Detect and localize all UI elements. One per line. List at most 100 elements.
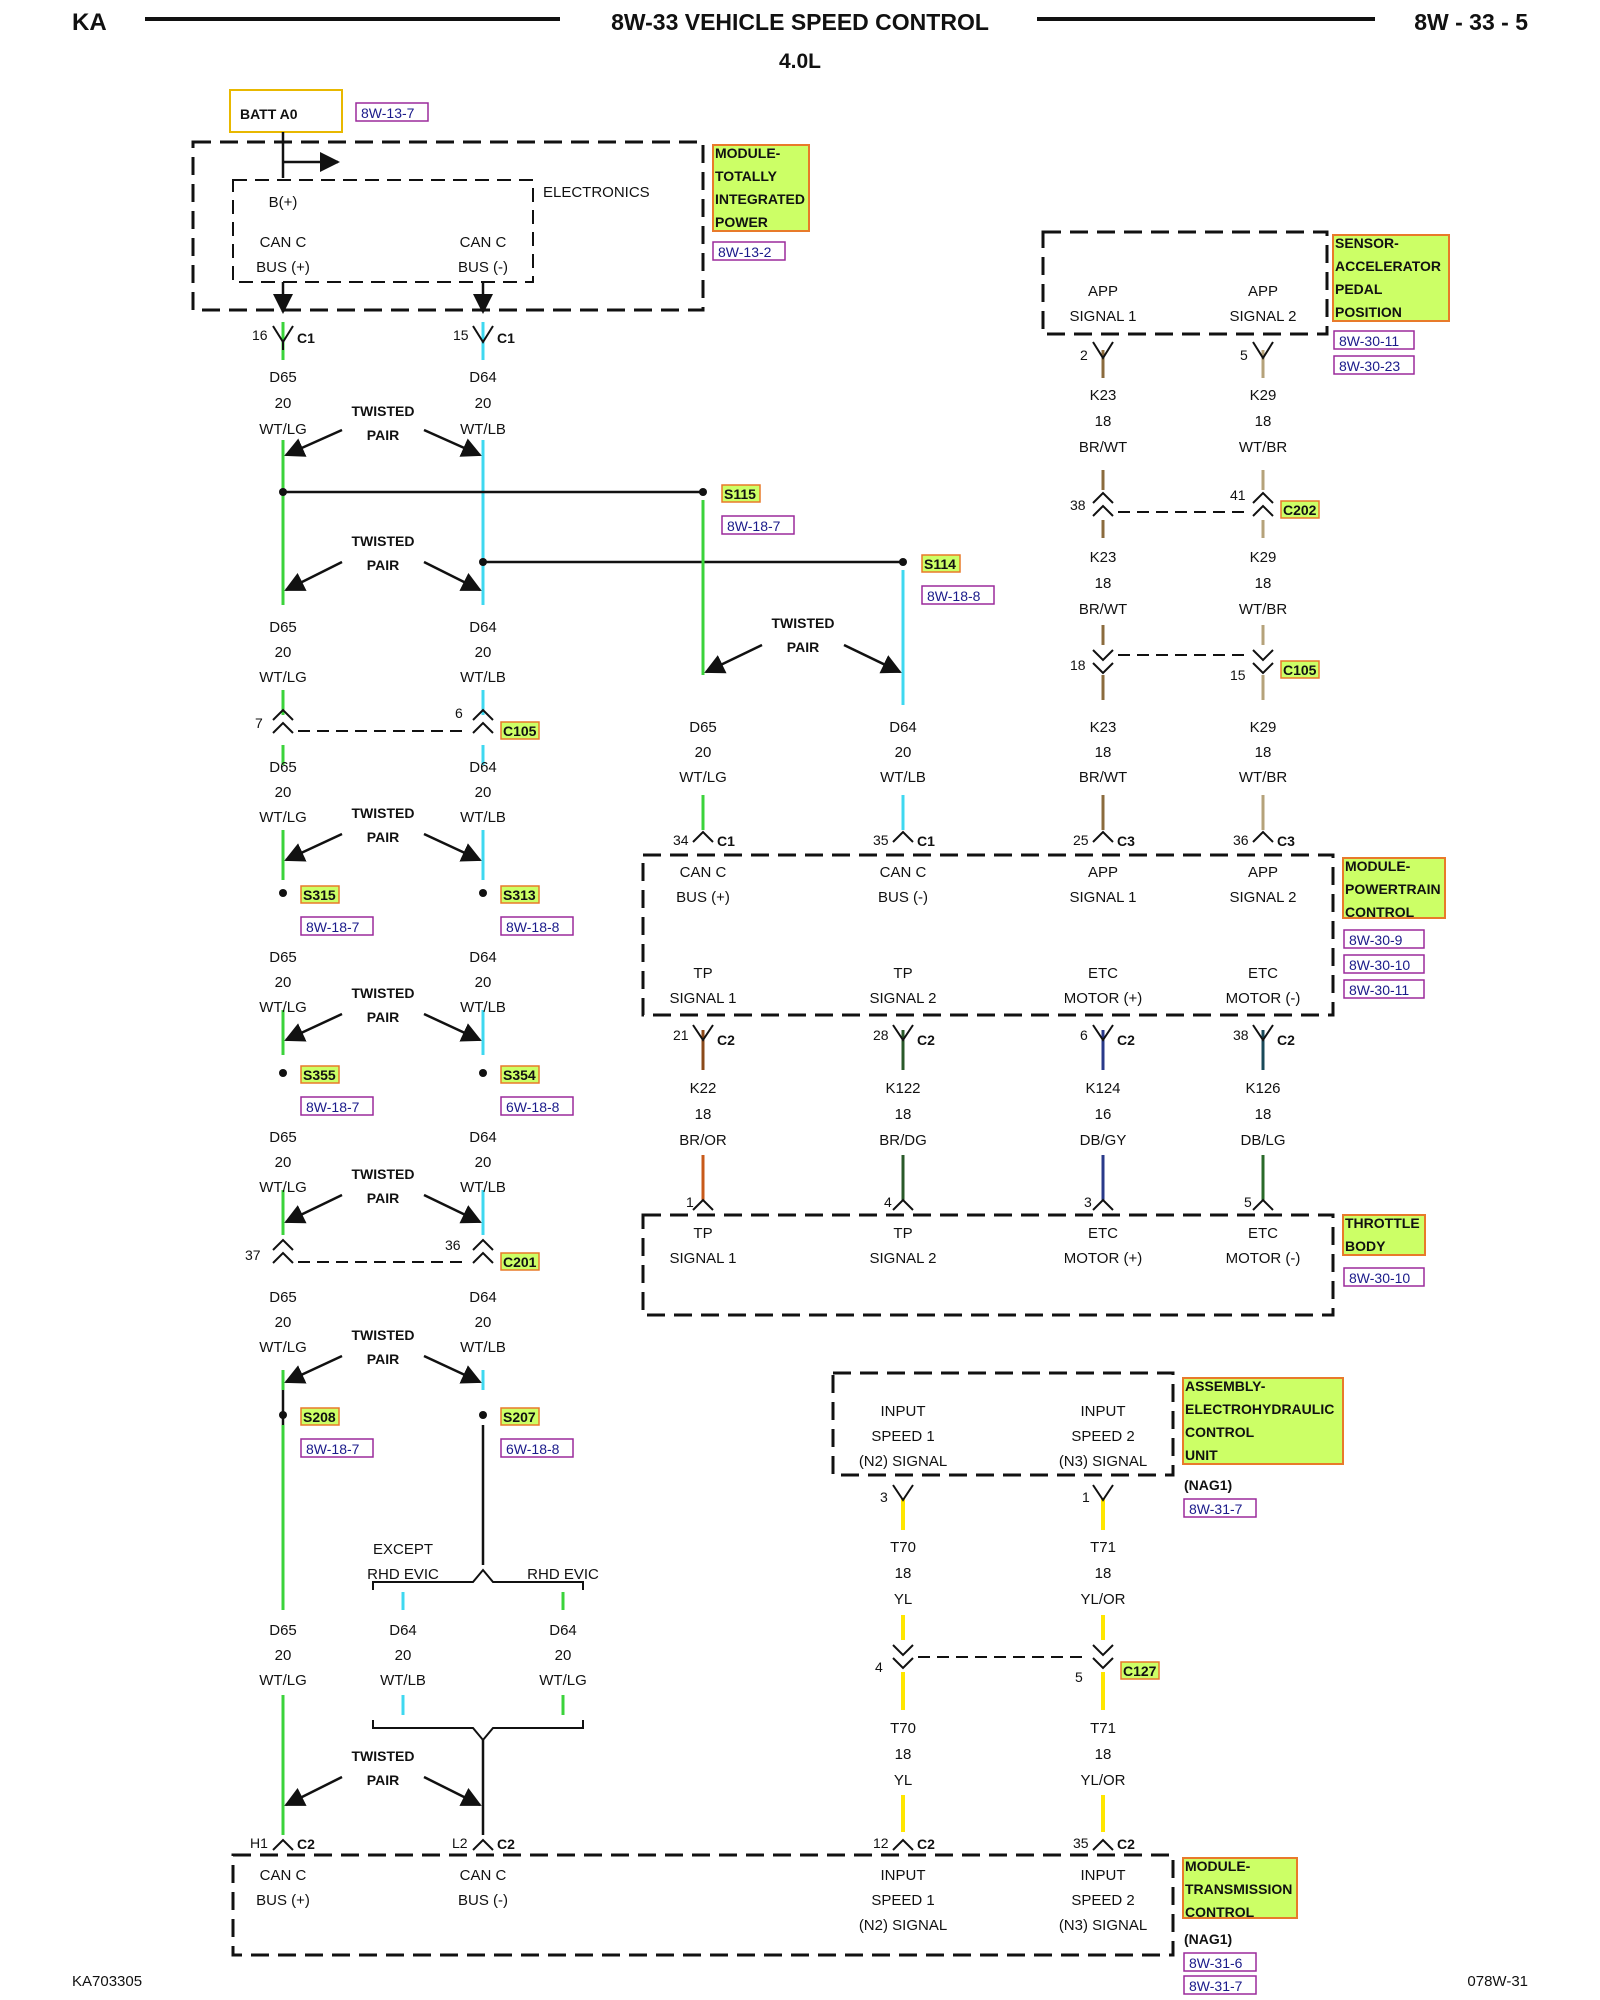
svg-text:T70: T70	[890, 1720, 916, 1737]
svg-text:S315: S315	[303, 887, 336, 903]
throttle-body-ref[interactable]	[1343, 1267, 1425, 1287]
svg-text:D65: D65	[269, 759, 297, 776]
svg-text:CAN C: CAN C	[880, 864, 927, 881]
svg-text:C1: C1	[917, 833, 935, 849]
pcm-ref-1[interactable]	[1343, 929, 1425, 949]
svg-text:TWISTED: TWISTED	[352, 1748, 415, 1764]
svg-text:8W-18-7[interactable]: 8W-18-7	[306, 1099, 360, 1115]
app-sensor-ref-1[interactable]	[1333, 330, 1415, 350]
svg-text:8W-18-8[interactable]: 8W-18-8	[927, 588, 981, 604]
svg-text:PAIR: PAIR	[787, 639, 819, 655]
svg-text:D64: D64	[549, 1622, 577, 1639]
svg-text:16: 16	[1095, 1106, 1112, 1123]
svg-text:WT/BR: WT/BR	[1239, 769, 1287, 786]
svg-text:20: 20	[275, 644, 292, 661]
svg-text:PAIR: PAIR	[367, 1772, 399, 1788]
svg-text:6W-18-8[interactable]: 6W-18-8	[506, 1099, 560, 1115]
svg-text:6W-18-8[interactable]: 6W-18-8	[506, 1441, 560, 1457]
tcm-ref-1[interactable]	[1183, 1952, 1257, 1972]
batt-a0-ref[interactable]: 8W-13-7	[361, 105, 415, 121]
ehcu-name-label: ASSEMBLY- ELECTROHYDRAULIC CONTROL UNIT	[1182, 1377, 1344, 1465]
svg-text:WT/LB: WT/LB	[380, 1672, 426, 1689]
svg-text:36: 36	[1233, 832, 1249, 848]
svg-text:L2: L2	[452, 1835, 468, 1851]
svg-text:T71: T71	[1090, 1720, 1116, 1737]
svg-text:1: 1	[686, 1194, 694, 1210]
svg-text:PAIR: PAIR	[367, 1351, 399, 1367]
pcm-ref-3-text[interactable]: 8W-30-11	[1349, 982, 1409, 998]
svg-text:POWER: POWER	[715, 214, 768, 230]
tcm-ref-1-text[interactable]: 8W-31-6	[1189, 1955, 1243, 1971]
svg-text:8W-18-7[interactable]: 8W-18-7	[306, 919, 360, 935]
svg-text:WT/LG: WT/LG	[539, 1672, 587, 1689]
splice-s208: S208 8W-18-7	[279, 1407, 374, 1458]
svg-text:WT/LG: WT/LG	[679, 769, 727, 786]
app-sensor-ref-2-text[interactable]: 8W-30-23	[1339, 358, 1400, 374]
svg-text:35: 35	[873, 832, 889, 848]
svg-text:18: 18	[1095, 744, 1112, 761]
svg-text:8W-18-8[interactable]: 8W-18-8	[506, 919, 560, 935]
pcm-ref-3[interactable]	[1343, 979, 1425, 999]
app-sensor-ref-1-text[interactable]: 8W-30-11	[1339, 333, 1399, 349]
svg-text:ASSEMBLY-: ASSEMBLY-	[1185, 1378, 1266, 1394]
svg-text:SENSOR-: SENSOR-	[1335, 235, 1399, 251]
svg-text:CONTROL: CONTROL	[1185, 1424, 1255, 1440]
svg-text:ETC: ETC	[1088, 965, 1118, 982]
svg-text:YL: YL	[894, 1772, 912, 1789]
page-number: 8W - 33 - 5	[1414, 9, 1528, 35]
pcm-ref-2-text[interactable]: 8W-30-10	[1349, 957, 1410, 973]
svg-text:(N3) SIGNAL: (N3) SIGNAL	[1059, 1917, 1147, 1934]
svg-text:C105: C105	[503, 723, 537, 739]
pcm-ref-2[interactable]	[1343, 954, 1425, 974]
svg-text:7: 7	[255, 715, 263, 731]
svg-text:CAN C: CAN C	[680, 864, 727, 881]
svg-text:INPUT: INPUT	[1081, 1867, 1126, 1884]
svg-text:TWISTED: TWISTED	[352, 1166, 415, 1182]
tcm-ref-2-text[interactable]: 8W-31-7	[1189, 1978, 1243, 1994]
svg-text:8W-18-7[interactable]: 8W-18-7	[306, 1441, 360, 1457]
svg-text:20: 20	[275, 974, 292, 991]
batt-a0-ref-box[interactable]	[355, 102, 429, 122]
throttle-body-name-label: THROTTLE BODY	[1342, 1214, 1426, 1256]
pcm-ref-1-text[interactable]: 8W-30-9	[1349, 932, 1403, 948]
throttle-body-ref-text[interactable]: 8W-30-10	[1349, 1270, 1410, 1286]
svg-text:C201: C201	[503, 1254, 537, 1270]
svg-text:BUS (+): BUS (+)	[256, 1892, 310, 1909]
tcm-ref-2[interactable]	[1183, 1975, 1257, 1995]
svg-text:C127: C127	[1123, 1663, 1157, 1679]
tipm-ref-box[interactable]	[712, 241, 786, 261]
svg-text:4: 4	[875, 1659, 883, 1675]
ehcu-ref[interactable]	[1183, 1498, 1257, 1518]
svg-text:SPEED 2: SPEED 2	[1071, 1428, 1134, 1445]
svg-text:20: 20	[275, 784, 292, 801]
svg-text:D65: D65	[269, 1129, 297, 1146]
tipm-ref[interactable]: 8W-13-2	[718, 244, 772, 260]
header-left: KA	[72, 9, 107, 36]
svg-text:20: 20	[475, 1314, 492, 1331]
connector-c105-left: 7 6 C105	[255, 705, 540, 740]
svg-text:WT/LB: WT/LB	[880, 769, 926, 786]
connector-c105-right: 18 15 C105	[1070, 649, 1320, 683]
svg-text:SPEED 1: SPEED 1	[871, 1892, 934, 1909]
svg-text:APP: APP	[1088, 864, 1118, 881]
wire-variant-stubs	[401, 1592, 565, 1715]
svg-text:K126: K126	[1245, 1080, 1280, 1097]
svg-text:INTEGRATED: INTEGRATED	[715, 191, 805, 207]
ehcu-ref-text[interactable]: 8W-31-7	[1189, 1501, 1243, 1517]
svg-text:K23: K23	[1090, 549, 1117, 566]
svg-text:ACCELERATOR: ACCELERATOR	[1335, 258, 1441, 274]
svg-text:6: 6	[1080, 1027, 1088, 1043]
tipm-pin-b-line1: CAN C	[460, 234, 507, 251]
svg-text:TP: TP	[893, 1225, 912, 1242]
svg-text:BUS (-): BUS (-)	[878, 889, 928, 906]
svg-text:BR/DG: BR/DG	[879, 1132, 927, 1149]
connector-c202: 38 41 C202	[1070, 487, 1320, 519]
svg-text:8W-18-7[interactable]: 8W-18-7	[727, 518, 781, 534]
svg-text:16: 16	[252, 327, 268, 343]
page-title: 8W-33 VEHICLE SPEED CONTROL	[611, 9, 989, 35]
svg-text:C202: C202	[1283, 502, 1317, 518]
svg-text:D64: D64	[469, 1129, 497, 1146]
svg-text:K29: K29	[1250, 549, 1277, 566]
app-sensor-ref-2[interactable]	[1333, 355, 1415, 375]
